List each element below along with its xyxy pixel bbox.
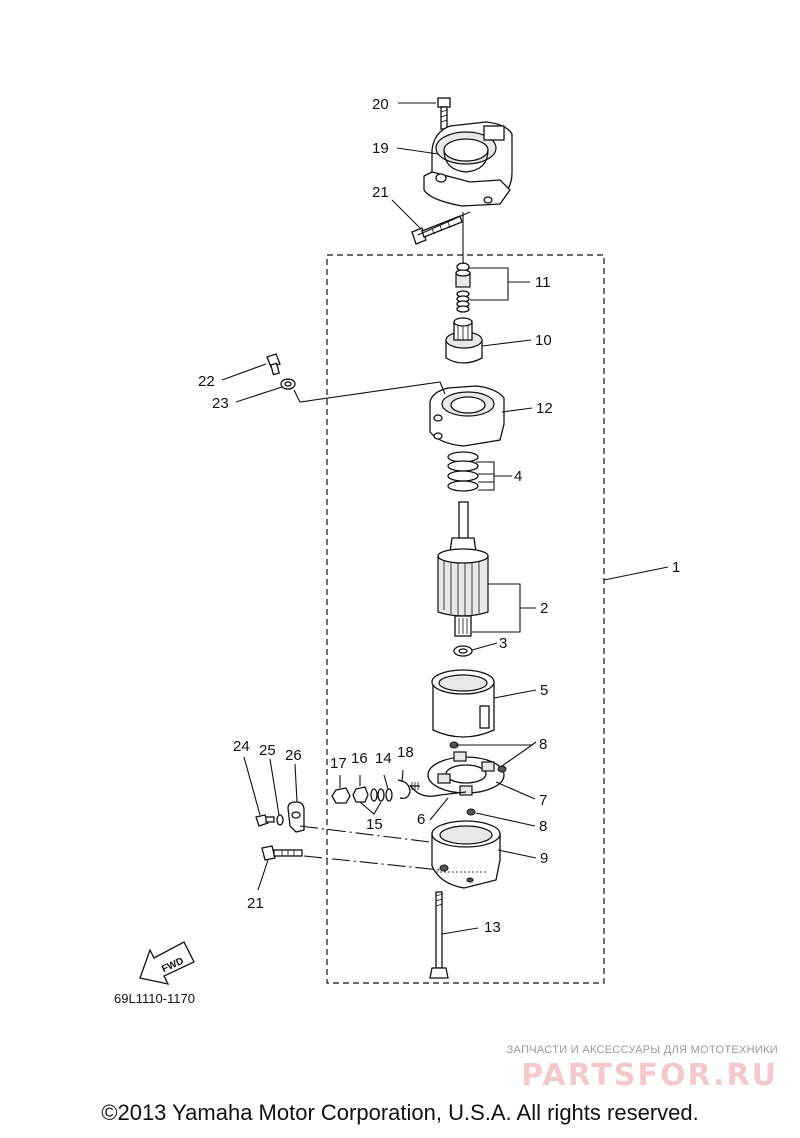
callout-17: 17	[330, 755, 347, 772]
callout-25: 25	[259, 742, 276, 759]
part-14-washer[interactable]	[385, 788, 393, 802]
callout-8-upper: 8	[539, 736, 547, 753]
part-5-yoke[interactable]	[431, 669, 495, 738]
callout-24: 24	[233, 738, 250, 755]
callout-4: 4	[514, 468, 522, 485]
callout-13: 13	[484, 919, 501, 936]
part-8-screw-lower[interactable]	[466, 808, 476, 816]
callout-11: 11	[535, 274, 551, 291]
part-26-clamp[interactable]	[287, 801, 305, 833]
part-7-brush-holder[interactable]	[427, 751, 505, 796]
part-24-bolt[interactable]	[255, 814, 275, 827]
callout-5: 5	[540, 682, 548, 699]
callout-20: 20	[372, 96, 389, 113]
callout-16: 16	[351, 750, 368, 767]
part-8-screw-upper[interactable]	[449, 741, 507, 773]
watermark-logo: PARTSFOR.RU	[521, 1058, 778, 1093]
part-9-rear-cover[interactable]	[431, 820, 501, 889]
callout-19: 19	[372, 140, 389, 157]
callout-2: 2	[540, 600, 548, 617]
part-13-through-bolt[interactable]	[429, 891, 449, 979]
part-19-upper-housing[interactable]	[423, 121, 513, 207]
callout-26: 26	[285, 747, 302, 764]
part-20-bolt[interactable]	[437, 97, 451, 130]
callout-7: 7	[539, 792, 547, 809]
diagram-code: 69L1110-1170	[114, 991, 195, 1006]
callout-8-lower: 8	[539, 818, 547, 835]
callout-23: 23	[212, 395, 229, 412]
part-3-washer[interactable]	[453, 645, 473, 657]
part-10-pinion-gear[interactable]	[445, 317, 483, 364]
part-4-brush-springs[interactable]	[447, 451, 479, 492]
part-11-spacer-set[interactable]	[455, 262, 471, 313]
part-25-washer[interactable]	[276, 814, 284, 826]
part-22-screw[interactable]	[266, 353, 281, 376]
callout-15: 15	[366, 816, 383, 833]
callout-9: 9	[540, 850, 548, 867]
callout-12: 12	[536, 400, 553, 417]
callout-10: 10	[535, 332, 552, 349]
callout-21-upper: 21	[372, 184, 389, 201]
assembly-guide-lines	[293, 211, 471, 871]
callout-18: 18	[397, 744, 414, 761]
callout-1: 1	[672, 559, 680, 576]
callout-3: 3	[499, 635, 507, 652]
part-21-bolt-lower[interactable]	[261, 845, 303, 861]
callout-6: 6	[417, 811, 425, 828]
part-18-insulator[interactable]	[397, 779, 420, 800]
callout-22: 22	[198, 373, 215, 390]
watermark-tagline: ЗАПЧАСТИ И АКСЕССУАРЫ ДЛЯ МОТОТЕХНИКИ	[506, 1044, 778, 1056]
part-15-washers[interactable]	[370, 788, 385, 802]
part-17-nut[interactable]	[331, 787, 351, 804]
leader-lines	[221, 102, 669, 935]
callout-21-lower: 21	[247, 895, 264, 912]
part-21-bolt-upper[interactable]	[411, 215, 463, 245]
part-23-washer[interactable]	[280, 378, 296, 390]
part-2-armature[interactable]	[437, 501, 489, 637]
callout-14: 14	[375, 750, 392, 767]
copyright-notice: ©2013 Yamaha Motor Corporation, U.S.A. A…	[101, 1100, 699, 1125]
assembly-boundary-dashed	[326, 254, 605, 984]
part-16-nut[interactable]	[352, 786, 369, 803]
part-12-bracket[interactable]	[429, 385, 505, 447]
fwd-direction-arrow: FWD	[139, 941, 195, 985]
